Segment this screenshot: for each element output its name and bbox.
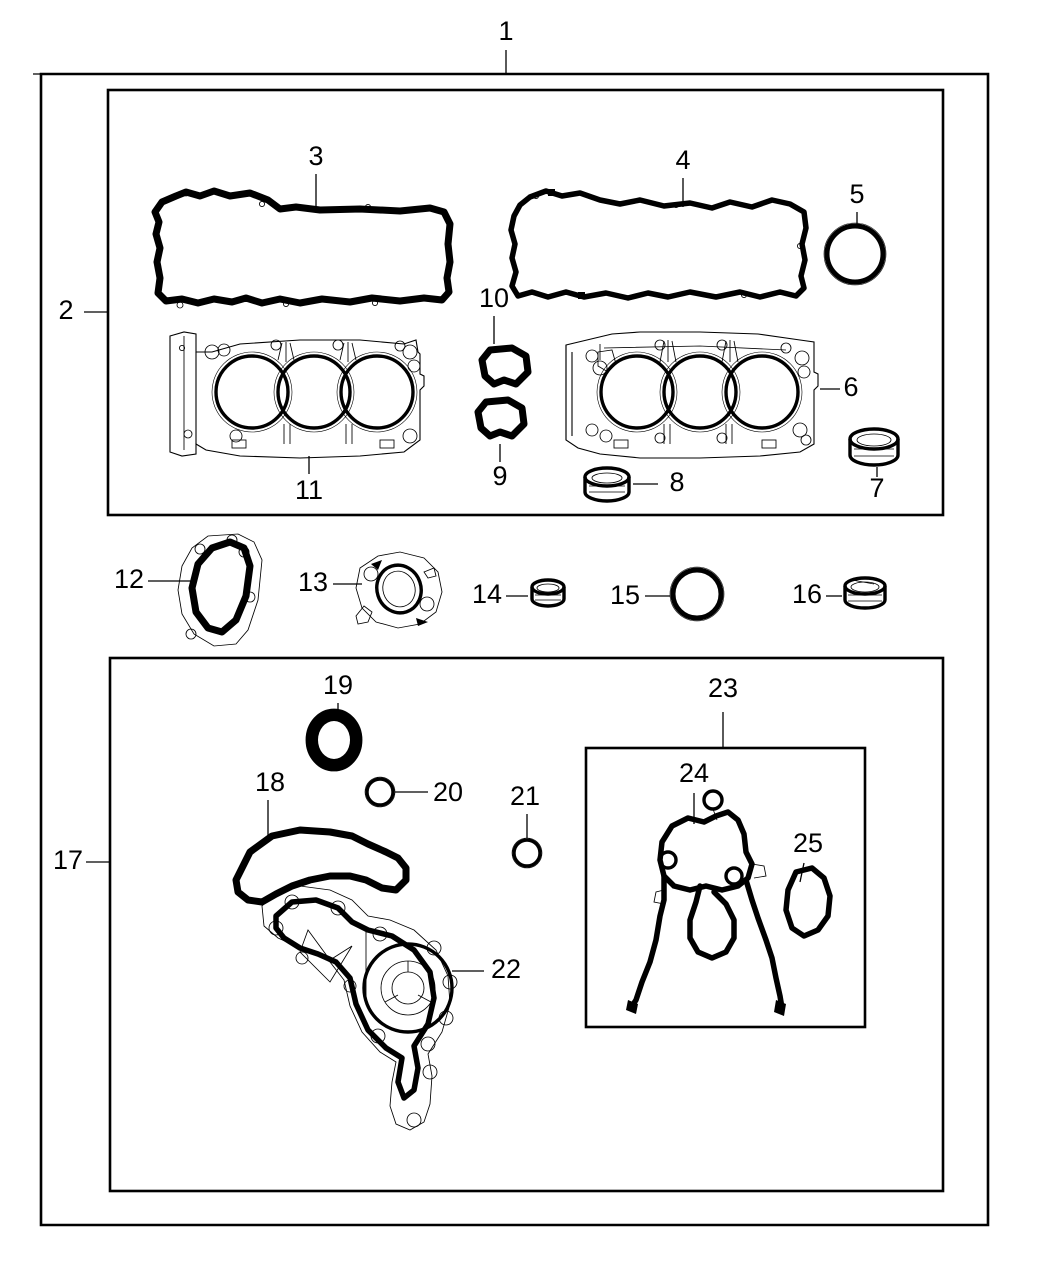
callout-12: 12: [114, 564, 144, 594]
part-12-intake-manifold-flange-gasket: [148, 533, 263, 647]
callout-9: 9: [492, 461, 507, 491]
callout-labels: 1 2 3 4 5 6 7 8 9 10 11 12 13 14 15 16 1…: [53, 16, 885, 984]
callout-23: 23: [708, 673, 738, 703]
group-frame-17: [86, 656, 945, 1193]
part-14-small-cup-plug-seal: [506, 578, 566, 608]
callout-5: 5: [849, 179, 864, 209]
callout-10: 10: [479, 283, 509, 313]
part-15-medium-o-ring-seal: [645, 566, 725, 622]
callout-17: 17: [53, 845, 83, 875]
part-20-small-o-ring-upper: [364, 776, 428, 808]
callout-13: 13: [298, 567, 328, 597]
part-10-upper-spark-plug-tube-gasket: [478, 316, 532, 388]
part-3-left-cylinder-head-cover-gasket: [151, 174, 454, 309]
callout-7: 7: [869, 473, 884, 503]
part-21-small-o-ring-lower: [511, 814, 543, 869]
part-9-lower-spark-plug-tube-gasket: [474, 396, 528, 462]
callout-14: 14: [472, 579, 502, 609]
callout-4: 4: [675, 145, 690, 175]
callout-11: 11: [295, 475, 323, 505]
callout-2: 2: [58, 295, 73, 325]
part-11-left-cylinder-head-gasket: [169, 331, 425, 474]
callout-3: 3: [308, 141, 323, 171]
callout-8: 8: [669, 467, 684, 497]
callout-20: 20: [433, 777, 463, 807]
part-13-thermostat-housing-gasket: [333, 551, 443, 629]
part-4-right-cylinder-head-cover-gasket: [508, 178, 809, 301]
part-16-medium-cup-plug-seal: [826, 576, 887, 610]
part-22-water-pump-housing-gasket: [261, 885, 484, 1131]
callout-18: 18: [255, 767, 285, 797]
part-24-timing-chain-cover-gasket: [626, 789, 786, 1016]
callout-15: 15: [610, 580, 640, 610]
part-5-large-o-ring-seal: [823, 212, 887, 286]
part-6-right-cylinder-head-gasket: [565, 331, 840, 459]
callout-19: 19: [323, 670, 353, 700]
group-frame-23: [584, 712, 867, 1029]
part-25-oil-pump-cover-gasket: [783, 862, 833, 939]
part-19-crankshaft-front-oil-seal: [305, 703, 363, 772]
callout-22: 22: [491, 954, 521, 984]
callout-24: 24: [679, 758, 709, 788]
part-18-oil-pan-rail-gasket: [232, 800, 410, 906]
callout-1: 1: [498, 16, 513, 46]
callout-21: 21: [510, 781, 540, 811]
part-8-lower-cup-plug-seal: [583, 466, 658, 503]
callout-25: 25: [793, 828, 823, 858]
group-frame-1: [33, 50, 990, 1227]
group-frame-2: [84, 88, 945, 517]
part-7-upper-cup-plug-seal: [848, 427, 900, 477]
callout-6: 6: [843, 372, 858, 402]
callout-16: 16: [792, 579, 822, 609]
